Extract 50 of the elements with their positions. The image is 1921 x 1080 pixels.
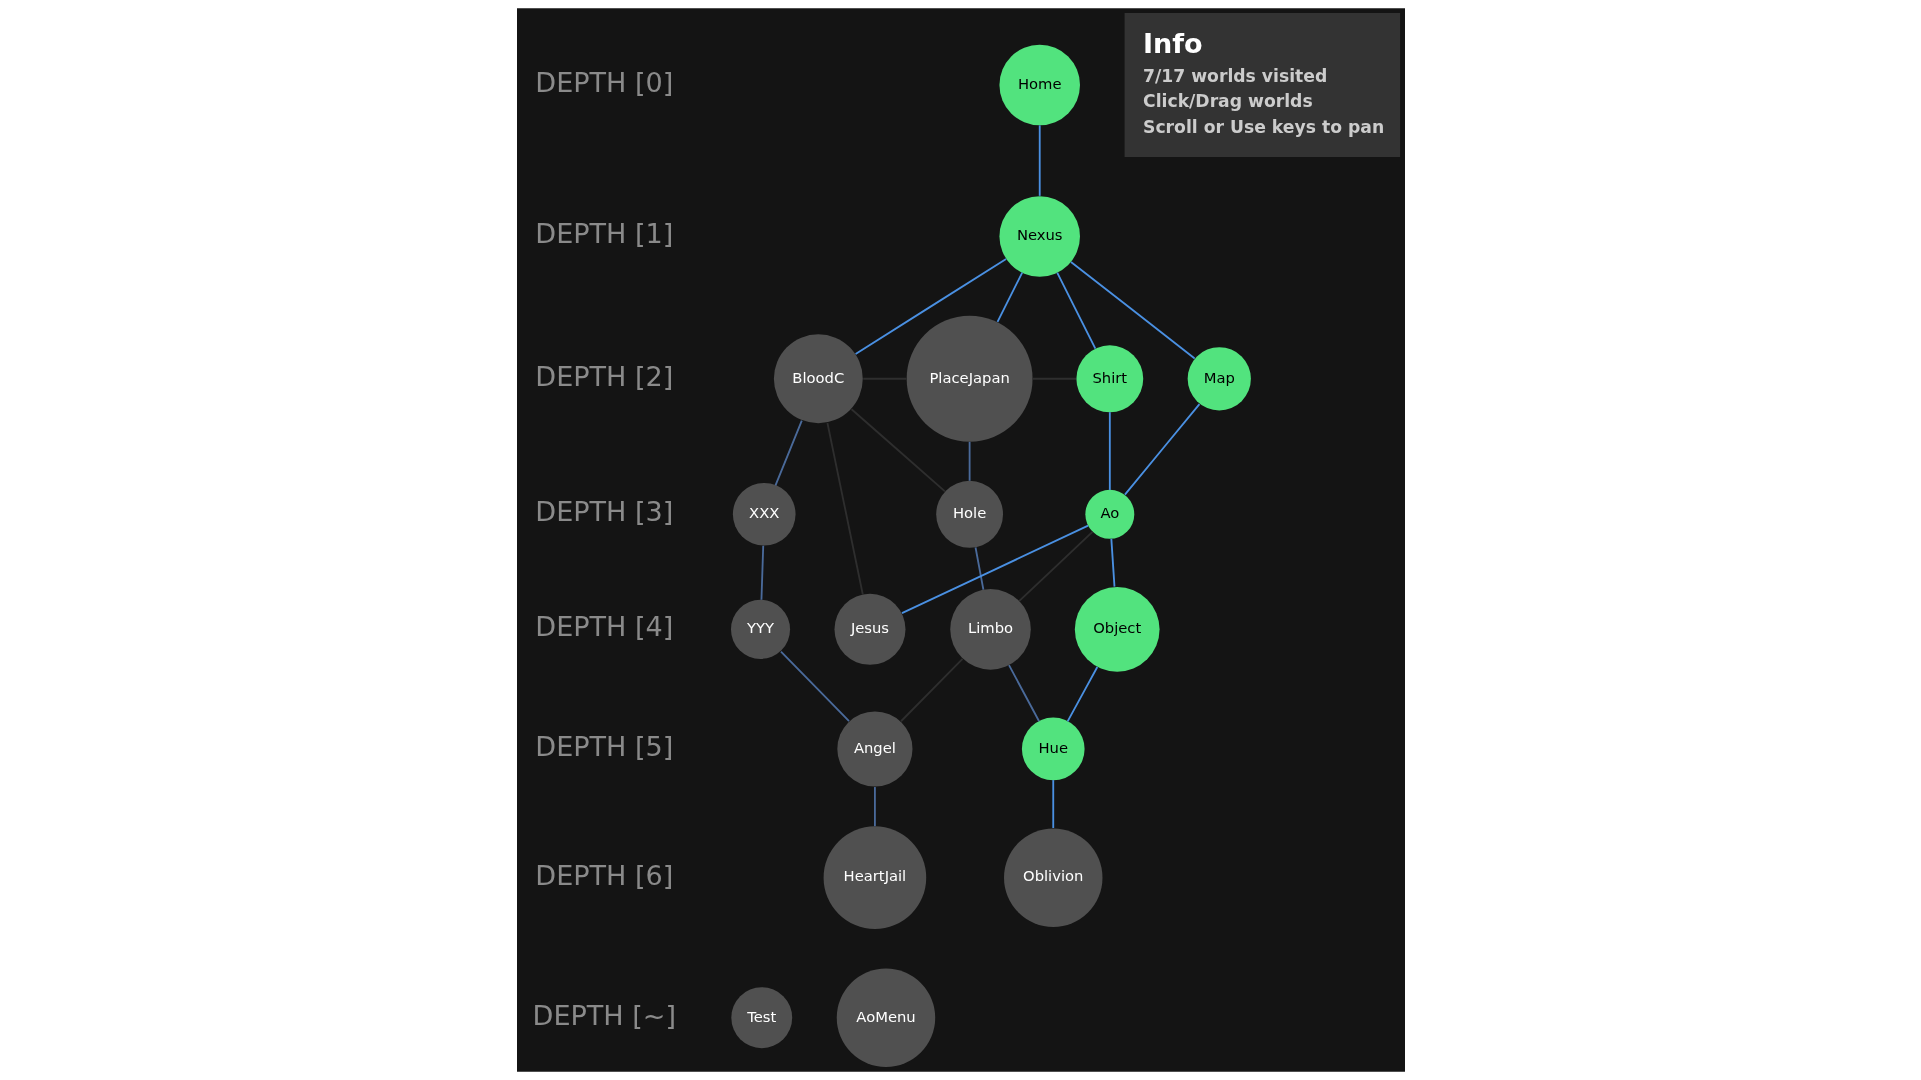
connector — [1038, 124, 1041, 197]
connector — [1066, 666, 1098, 723]
label: DEPTH [6] — [534, 859, 673, 891]
node-circle: Test — [730, 987, 792, 1049]
node-circle: BloodC — [773, 334, 863, 424]
node-circle: Nexus — [998, 196, 1080, 277]
connector — [1108, 411, 1111, 491]
connector — [1051, 779, 1054, 829]
label: DEPTH [~] — [532, 999, 676, 1031]
node-circle: Limbo — [949, 589, 1031, 670]
node-circle: Hue — [1021, 717, 1085, 781]
label: DEPTH [5] — [534, 730, 673, 762]
label: DEPTH [0] — [534, 66, 673, 98]
connector — [968, 440, 971, 482]
connector — [1055, 271, 1096, 350]
node-circle: Angel — [836, 711, 912, 787]
node-circle: YYY — [730, 599, 790, 659]
node-circle: Map — [1187, 347, 1251, 411]
connector — [779, 650, 850, 723]
connector — [774, 419, 803, 487]
node-box: Info 7/17 worlds visited Click/Drag worlds Scroll or Use keys to pan — [1124, 13, 1400, 157]
node-circle: PlaceJapan — [906, 315, 1033, 442]
connector — [974, 546, 984, 591]
connector — [1017, 530, 1094, 603]
node-circle: Hole — [935, 480, 1003, 548]
node-circle: Oblivion — [1003, 828, 1102, 927]
connector — [1069, 261, 1196, 360]
node-circle: AoMenu — [836, 968, 935, 1067]
connector — [1123, 403, 1200, 496]
connector — [1007, 664, 1040, 723]
connector — [1109, 537, 1115, 588]
connector — [996, 271, 1023, 323]
label: DEPTH [3] — [534, 496, 673, 528]
connector — [854, 258, 1007, 355]
label: DEPTH [2] — [534, 360, 673, 392]
node-circle: Object — [1074, 587, 1160, 672]
connector — [826, 422, 864, 596]
node-circle: Shirt — [1075, 345, 1143, 413]
connector — [900, 524, 1089, 615]
connector — [850, 408, 946, 493]
connector — [760, 544, 764, 601]
node-circle: XXX — [732, 482, 796, 546]
connector — [873, 786, 876, 828]
node-circle: Home — [998, 44, 1080, 126]
connector — [899, 658, 963, 723]
node-circle: HeartJail — [823, 826, 926, 929]
label: DEPTH [4] — [534, 611, 673, 643]
node-circle: Jesus — [834, 593, 905, 665]
node-circle: Ao — [1084, 489, 1134, 539]
label: DEPTH [1] — [534, 218, 673, 250]
